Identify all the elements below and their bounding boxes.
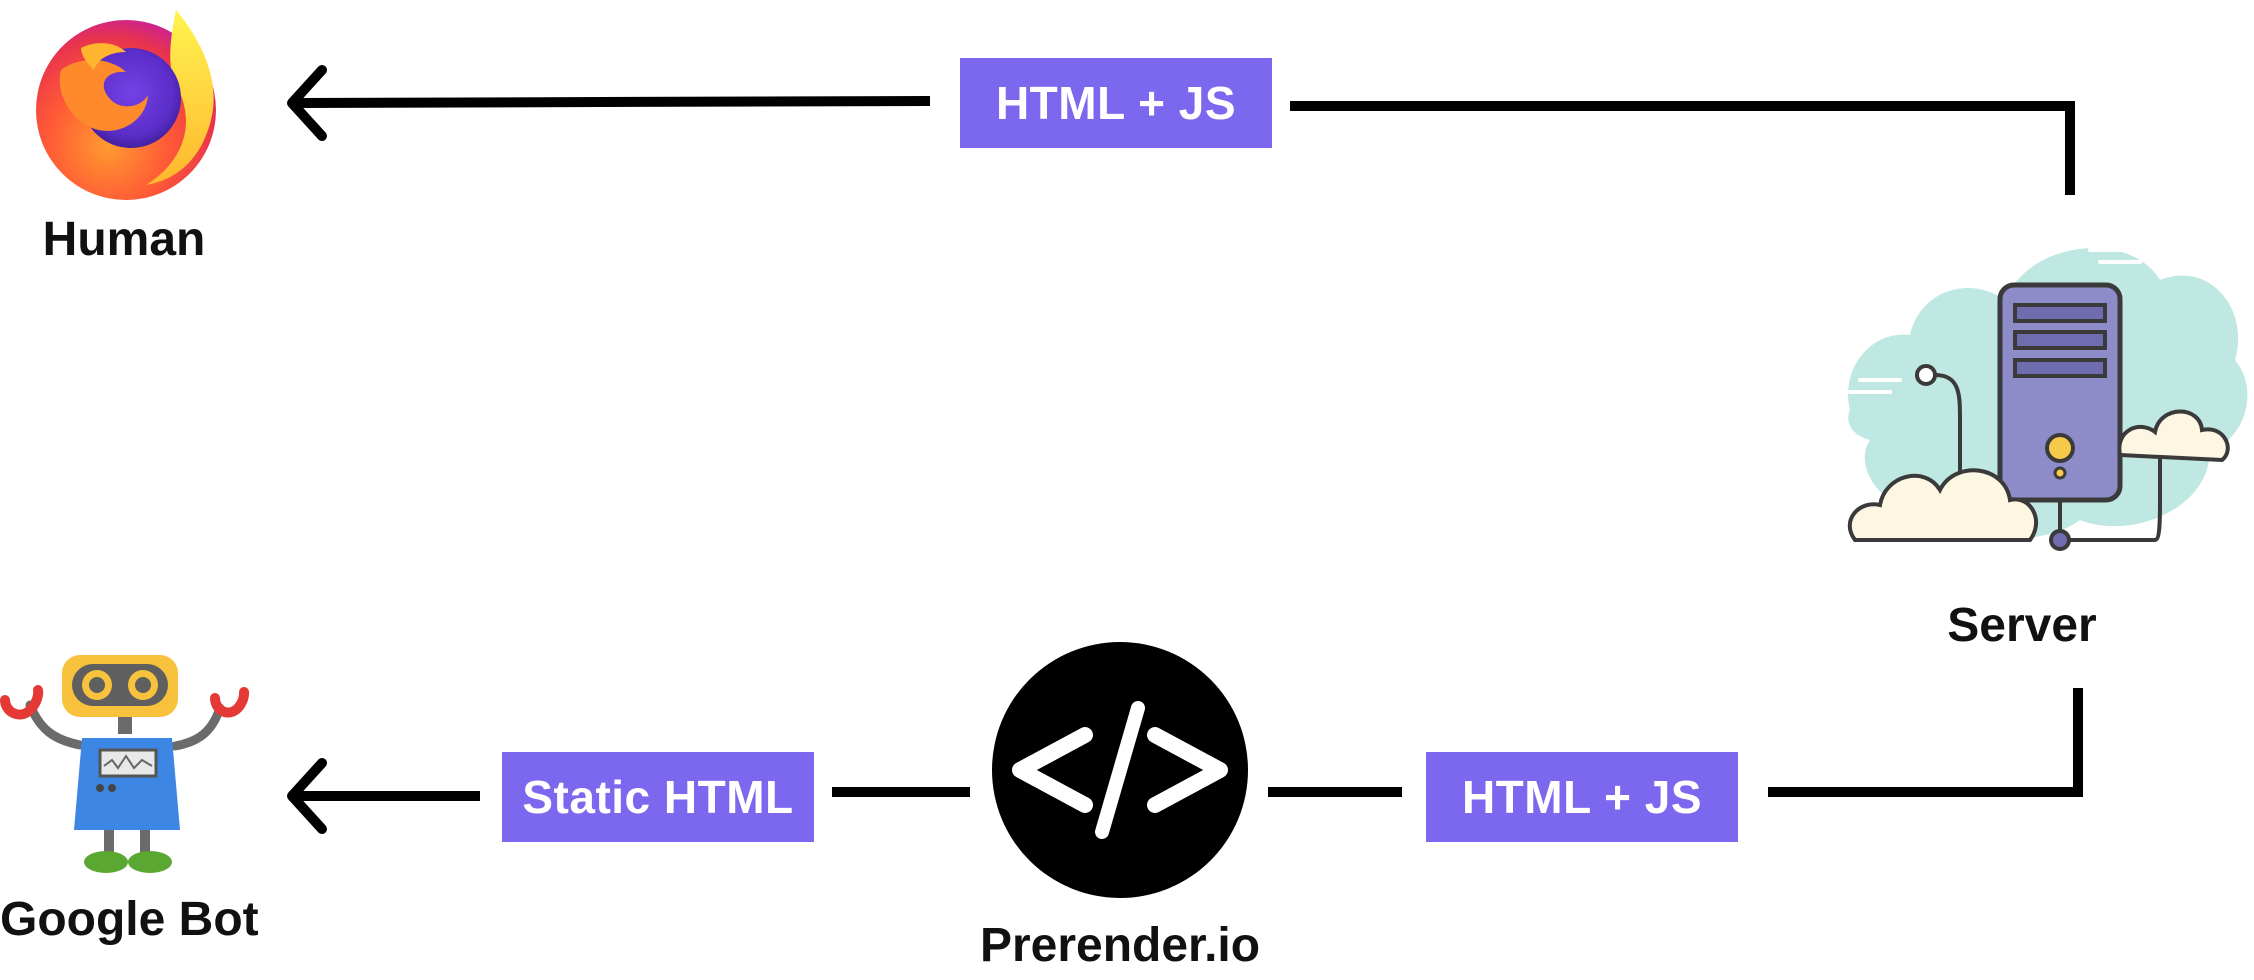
firefox-browser-icon [36,10,216,200]
node-label-server: Server [1947,599,2097,652]
edge-label-server-to-prerender: HTML + JS [1426,752,1738,842]
server-cloud-icon [1847,247,2248,551]
code-brackets-icon [992,642,1248,898]
arrow-head-bot [287,758,327,834]
node-label-human: Human [42,213,206,266]
node-label-google-bot: Google Bot [0,893,259,946]
connector-server-to-prerender [1768,688,2083,797]
connector-human-arrow-shaft [294,96,931,108]
edge-label-prerender-to-bot: Static HTML [502,752,814,842]
robot-icon [0,655,250,873]
arrow-head-human [287,65,327,141]
edge-label-server-to-human: HTML + JS [960,58,1272,148]
connector-server-to-human [1290,101,2075,195]
node-label-prerender: Prerender.io [979,919,1261,972]
